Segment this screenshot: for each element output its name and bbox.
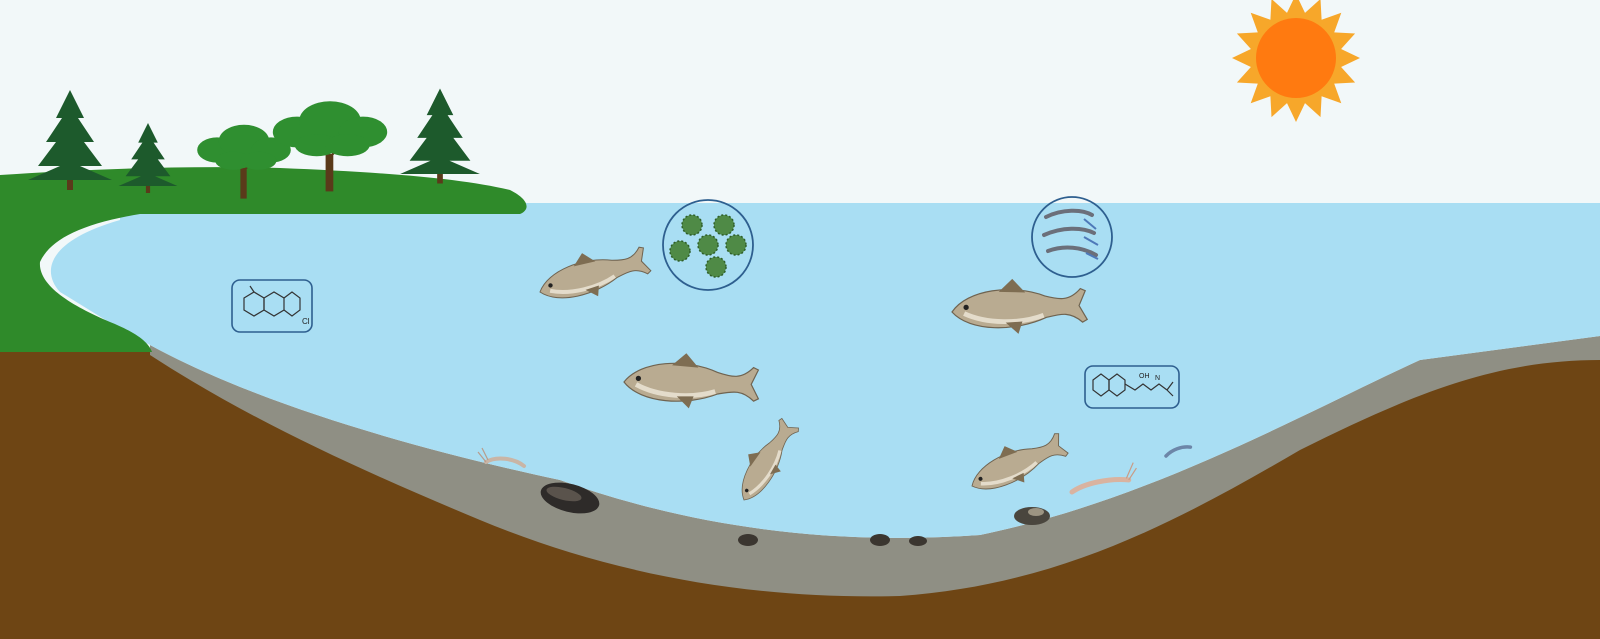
snail-icon: [1014, 507, 1050, 525]
snail-icon: [870, 534, 890, 546]
plankton-cell-icon: [714, 215, 734, 235]
plankton-cell-icon: [726, 235, 746, 255]
chemical-atom-label: N: [1155, 375, 1160, 382]
chemical-atom-label: OH: [1139, 373, 1150, 380]
plankton-cell-icon: [706, 257, 726, 277]
plankton-cell-icon: [698, 235, 718, 255]
snail-icon: [909, 536, 927, 546]
chemical-atom-label: Cl: [302, 317, 310, 326]
snail-icon: [738, 534, 758, 546]
sun-disc: [1256, 18, 1336, 98]
plankton-cell-icon: [670, 241, 690, 261]
plankton-cell-icon: [682, 215, 702, 235]
